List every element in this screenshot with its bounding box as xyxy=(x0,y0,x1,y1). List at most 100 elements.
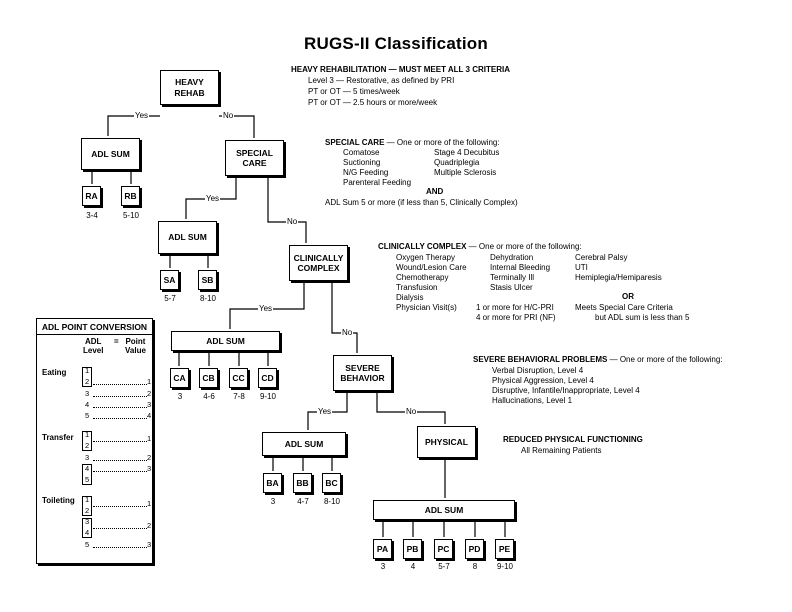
range-BA: 3 xyxy=(270,497,276,506)
clinically-complex-item: Wound/Lesion Care xyxy=(396,263,467,272)
adl-sum-node: ADL SUM xyxy=(158,221,217,254)
conversion-header-eq: = xyxy=(114,337,119,346)
adl-sum-node: ADL SUM xyxy=(81,138,140,170)
clinically-complex-or: OR xyxy=(622,292,634,301)
physical-heading: REDUCED PHYSICAL FUNCTIONING xyxy=(503,435,643,444)
clinically-complex-col2: Dehydration Internal Bleeding Terminally… xyxy=(490,253,550,293)
eating-label: Eating xyxy=(42,368,67,377)
group-PA: PA xyxy=(373,539,392,559)
dot-leader xyxy=(93,389,147,397)
range-RB: 5-10 xyxy=(122,211,139,220)
group-CB: CB xyxy=(199,368,218,388)
group-RA: RA xyxy=(82,186,101,206)
transfer-group-bracket xyxy=(82,431,92,451)
label-yes: Yes xyxy=(258,304,274,314)
heavy-rehab-line: PT or OT — 2.5 hours or more/week xyxy=(308,98,438,107)
severe-behavior-node: SEVERE BEHAVIOR xyxy=(333,355,392,391)
group-SA: SA xyxy=(160,270,179,290)
group-BA: BA xyxy=(263,473,282,493)
range-PB: 4 xyxy=(410,562,416,571)
toileting-group-bracket xyxy=(82,496,92,516)
clinically-complex-item: UTI xyxy=(575,263,588,272)
value: 2 xyxy=(147,453,152,462)
severe-behavior-item: Physical Aggression, Level 4 xyxy=(492,376,594,385)
special-care-item: Stage 4 Decubitus xyxy=(434,148,500,157)
physical-line: All Remaining Patients xyxy=(521,446,602,455)
clinically-complex-heading: CLINICALLY COMPLEX — One or more of the … xyxy=(378,242,582,252)
severe-behavior-list: Verbal Disruption, Level 4 Physical Aggr… xyxy=(492,366,640,406)
conversion-header-adl: ADL Level xyxy=(83,337,103,355)
clinically-complex-or-line: Meets Special Care Criteria xyxy=(575,303,673,312)
clinically-complex-item: Dialysis xyxy=(396,293,424,302)
header-value: Value xyxy=(125,346,146,355)
value: 1 xyxy=(147,499,152,508)
adl-sum-node: ADL SUM xyxy=(171,331,280,351)
group-CA: CA xyxy=(170,368,189,388)
conversion-header-point: Point Value xyxy=(125,337,146,355)
clinically-complex-or-line: but ADL sum is less than 5 xyxy=(595,313,690,322)
label-yes: Yes xyxy=(317,407,333,417)
value: 3 xyxy=(147,400,152,409)
adl-sum-node: ADL SUM xyxy=(262,432,346,456)
level: 2 xyxy=(85,441,90,450)
label-no: No xyxy=(222,111,235,121)
toileting-group-bracket xyxy=(82,518,92,538)
eating-group-bracket xyxy=(82,367,92,387)
range-PD: 8 xyxy=(472,562,478,571)
dot-leader xyxy=(93,453,147,461)
dot-leader xyxy=(93,377,147,385)
group-CC: CC xyxy=(229,368,248,388)
range-CB: 4-6 xyxy=(203,392,215,401)
group-RB: RB xyxy=(121,186,140,206)
physician-visits-nf: 4 or more for PRI (NF) xyxy=(476,313,556,322)
clinically-complex-item: Stasis Ulcer xyxy=(490,283,533,292)
special-care-item: Comatose xyxy=(343,148,380,157)
special-care-item: Suctioning xyxy=(343,158,381,167)
special-care-item: Quadriplegia xyxy=(434,158,480,167)
range-CA: 3 xyxy=(177,392,183,401)
clinically-complex-col3: Cerebral Palsy UTI Hemiplegia/Hemiparesi… xyxy=(575,253,662,283)
level: 3 xyxy=(85,517,90,526)
group-PD: PD xyxy=(465,539,484,559)
clinically-complex-col1: Oxygen Therapy Wound/Lesion Care Chemoth… xyxy=(396,253,467,313)
toileting-label: Toileting xyxy=(42,496,75,505)
heavy-rehab-heading: HEAVY REHABILITATION — MUST MEET ALL 3 C… xyxy=(291,65,510,74)
header-level: Level xyxy=(83,346,104,355)
value: 2 xyxy=(147,521,152,530)
level: 1 xyxy=(85,366,90,375)
adl-point-conversion-panel: ADL POINT CONVERSION ADL Level = Point V… xyxy=(36,318,153,564)
special-care-item: Multiple Sclerosis xyxy=(434,168,497,177)
group-PB: PB xyxy=(403,539,422,559)
value: 1 xyxy=(147,434,152,443)
range-PA: 3 xyxy=(380,562,386,571)
group-PC: PC xyxy=(434,539,453,559)
clinically-complex-item: Dehydration xyxy=(490,253,534,262)
conversion-title: ADL POINT CONVERSION xyxy=(41,322,148,332)
clinically-complex-item: Hemiplegia/Hemiparesis xyxy=(575,273,662,282)
clinically-complex-item: Oxygen Therapy xyxy=(396,253,455,262)
clinically-complex-heading-rest: — One or more of the following: xyxy=(466,242,582,251)
group-PE: PE xyxy=(495,539,514,559)
level: 1 xyxy=(85,495,90,504)
transfer-label: Transfer xyxy=(42,433,74,442)
level: 5 xyxy=(85,540,90,549)
clinically-complex-node: CLINICALLY COMPLEX xyxy=(289,245,348,281)
range-PE: 9-10 xyxy=(496,562,513,571)
label-no: No xyxy=(405,407,418,417)
edge-special-no xyxy=(267,178,307,243)
severe-behavior-item: Verbal Disruption, Level 4 xyxy=(492,366,584,375)
range-SB: 8-10 xyxy=(199,294,216,303)
range-BC: 8-10 xyxy=(323,497,340,506)
dot-leader xyxy=(93,521,147,529)
special-care-adl: ADL Sum 5 or more (if less than 5, Clini… xyxy=(325,198,518,207)
special-care-col1: Comatose Suctioning N/G Feeding Parenter… xyxy=(343,148,411,188)
label-yes: Yes xyxy=(134,111,150,121)
heavy-rehab-node: HEAVY REHAB xyxy=(160,70,219,105)
physical-node: PHYSICAL xyxy=(417,426,476,458)
special-care-heading: SPECIAL CARE — One or more of the follow… xyxy=(325,138,500,148)
clinically-complex-item: Physician Visit(s) xyxy=(396,303,457,312)
level: 2 xyxy=(85,506,90,515)
group-BB: BB xyxy=(293,473,312,493)
value: 4 xyxy=(147,411,152,420)
severe-behavior-item: Hallucinations, Level 1 xyxy=(492,396,573,405)
